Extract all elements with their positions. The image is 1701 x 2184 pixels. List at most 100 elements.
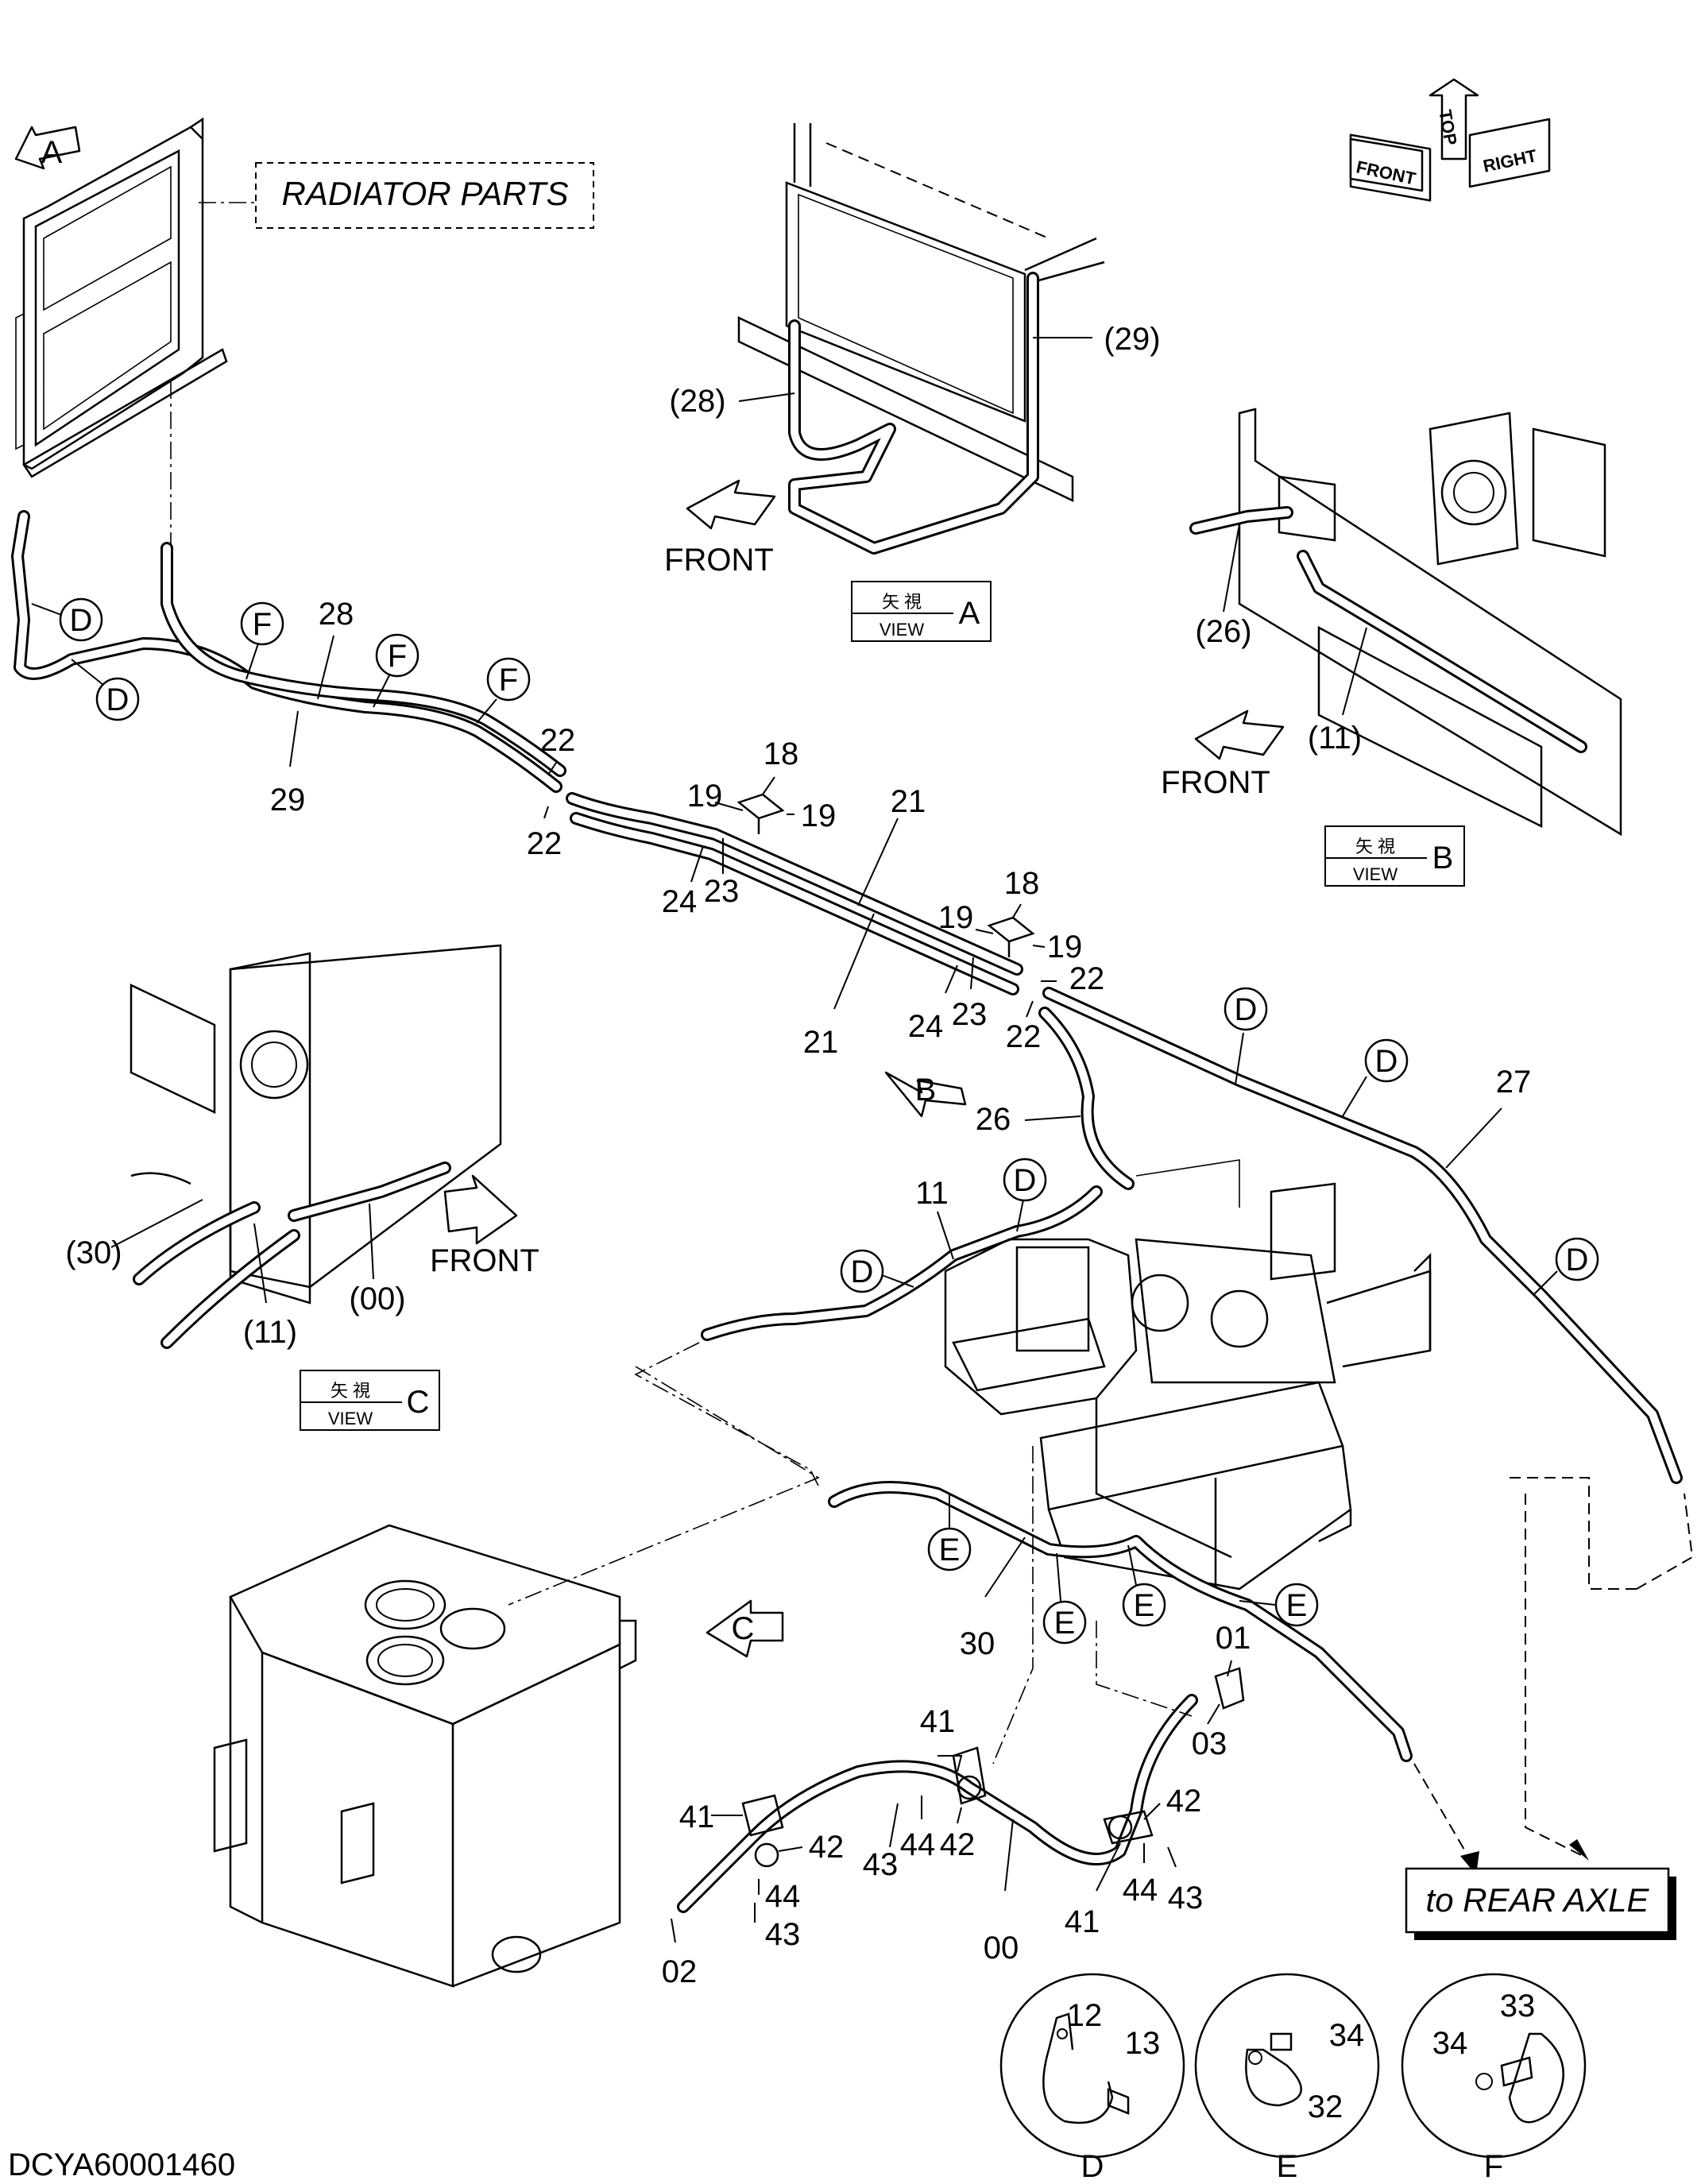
svg-text:26: 26 (976, 1102, 1011, 1137)
callout-43-mid: 43 (863, 1803, 899, 1882)
callout-41-left: 41 (679, 1799, 743, 1834)
callout-42-left: 42 (778, 1830, 844, 1865)
clamp-41-mid (952, 1746, 987, 1805)
callout-43-right: 43 (1167, 1846, 1203, 1915)
svg-text:43: 43 (765, 1917, 801, 1952)
leader-11-dash (634, 1342, 819, 1486)
svg-text:D: D (1014, 1163, 1037, 1198)
callout-21-b: 21 (803, 913, 875, 1060)
svg-text:VIEW: VIEW (879, 620, 924, 640)
view-b-arrow: B (884, 1071, 967, 1118)
svg-text:22: 22 (527, 826, 562, 861)
callout-18-upper: 18 (762, 736, 799, 795)
orientation-indicator: FRONT TOP RIGHT (1349, 78, 1551, 202)
svg-text:B: B (1432, 841, 1454, 876)
view-a-inset (737, 123, 1105, 555)
callout-22-a: 22 (540, 723, 575, 775)
svg-text:矢 視: 矢 視 (1355, 837, 1395, 856)
callout-02: 02 (662, 1918, 697, 1989)
callout-18-lower: 18 (1004, 866, 1039, 918)
svg-text:(11): (11) (243, 1315, 297, 1350)
hydraulic-tank (213, 1524, 637, 1988)
svg-text:12: 12 (1067, 1998, 1103, 2033)
rear-axle-leader-1 (1413, 1763, 1471, 1860)
view-c-label: 矢 視 VIEW C (300, 1370, 440, 1431)
svg-text:C: C (732, 1611, 755, 1646)
svg-text:F: F (253, 607, 272, 642)
svg-text:21: 21 (891, 784, 926, 819)
radiator-parts-label: RADIATOR PARTS (282, 175, 569, 212)
clamp-callout-d1: D (31, 597, 103, 642)
svg-text:43: 43 (863, 1847, 899, 1882)
svg-text:03: 03 (1192, 1726, 1227, 1761)
svg-text:44: 44 (900, 1827, 936, 1862)
callout-19-d: 19 (1032, 930, 1083, 964)
svg-text:(11): (11) (1308, 721, 1362, 756)
callout-42-mid: 42 (940, 1807, 975, 1862)
hose-26 (1038, 1007, 1135, 1190)
svg-text:21: 21 (803, 1025, 839, 1060)
svg-text:19: 19 (801, 798, 837, 833)
svg-text:E: E (1134, 1588, 1155, 1623)
callout-24-b: 24 (908, 964, 958, 1044)
callout-27: 27 (1445, 1065, 1531, 1169)
svg-text:44: 44 (1123, 1873, 1158, 1908)
callout-11: 11 (915, 1176, 954, 1260)
callout-22-c: 22 (1041, 961, 1104, 996)
svg-text:33: 33 (1500, 1989, 1536, 2024)
clamp-callout-d4: D (1342, 1038, 1409, 1117)
svg-text:18: 18 (764, 736, 799, 771)
hose-30 (828, 1481, 1413, 1762)
callout-21-a: 21 (857, 784, 926, 906)
svg-text:D: D (1235, 992, 1258, 1027)
svg-text:23: 23 (952, 997, 988, 1032)
svg-text:(29): (29) (1104, 322, 1160, 357)
callout-19-c: 19 (938, 900, 994, 935)
svg-text:D: D (1566, 1243, 1589, 1278)
svg-text:19: 19 (1047, 930, 1083, 964)
svg-text:44: 44 (765, 1879, 801, 1914)
hose-29 (11, 510, 562, 793)
machine-frame (952, 1159, 1432, 1606)
svg-text:11: 11 (915, 1176, 949, 1211)
radiator-frame (15, 117, 228, 478)
callout-41-right: 41 (1065, 1842, 1121, 1939)
callout-30: 30 (960, 1537, 1026, 1661)
callout-26: 26 (976, 1102, 1081, 1137)
svg-text:矢 視: 矢 視 (331, 1381, 370, 1401)
clamp-41-right (1103, 1810, 1154, 1845)
svg-text:D: D (1081, 2149, 1104, 2184)
front-arrow-a (686, 479, 776, 530)
bracket-18-lower (987, 916, 1035, 957)
view-a-label: 矢 視 VIEW A (851, 581, 992, 642)
rear-axle-leader-2 (1510, 1477, 1637, 1590)
radiator-parts-box (255, 162, 594, 229)
hose-00-leader (992, 1446, 1034, 1765)
clamp-callout-d2: D (71, 659, 140, 721)
hose-28 (160, 542, 566, 777)
tube-21 (566, 792, 1023, 995)
svg-text:29: 29 (270, 783, 306, 818)
leader-26 (1223, 524, 1240, 613)
svg-text:VIEW: VIEW (328, 1409, 373, 1428)
svg-text:to REAR AXLE: to REAR AXLE (1426, 1881, 1650, 1919)
elbow-01 (1214, 1667, 1245, 1710)
pump-assembly (944, 1182, 1336, 1416)
svg-text:28: 28 (319, 597, 354, 632)
svg-text:22: 22 (1069, 961, 1105, 996)
svg-text:FRONT: FRONT (1161, 765, 1270, 800)
svg-text:22: 22 (1006, 1019, 1042, 1054)
svg-text:矢 視: 矢 視 (882, 592, 922, 612)
callout-22-b: 22 (527, 806, 562, 861)
callout-24-a: 24 (662, 845, 704, 919)
clamp-callout-f2: F (373, 633, 419, 708)
clamp-callout-d5: D (1533, 1237, 1599, 1296)
callout-00: 00 (984, 1819, 1019, 1966)
view-b-inset (1189, 408, 1622, 837)
front-arrow-b (1194, 709, 1285, 760)
svg-text:34: 34 (1432, 2026, 1468, 2061)
svg-text:(00): (00) (349, 1281, 405, 1316)
svg-text:A: A (959, 596, 980, 631)
callout-43-left: 43 (754, 1903, 801, 1952)
